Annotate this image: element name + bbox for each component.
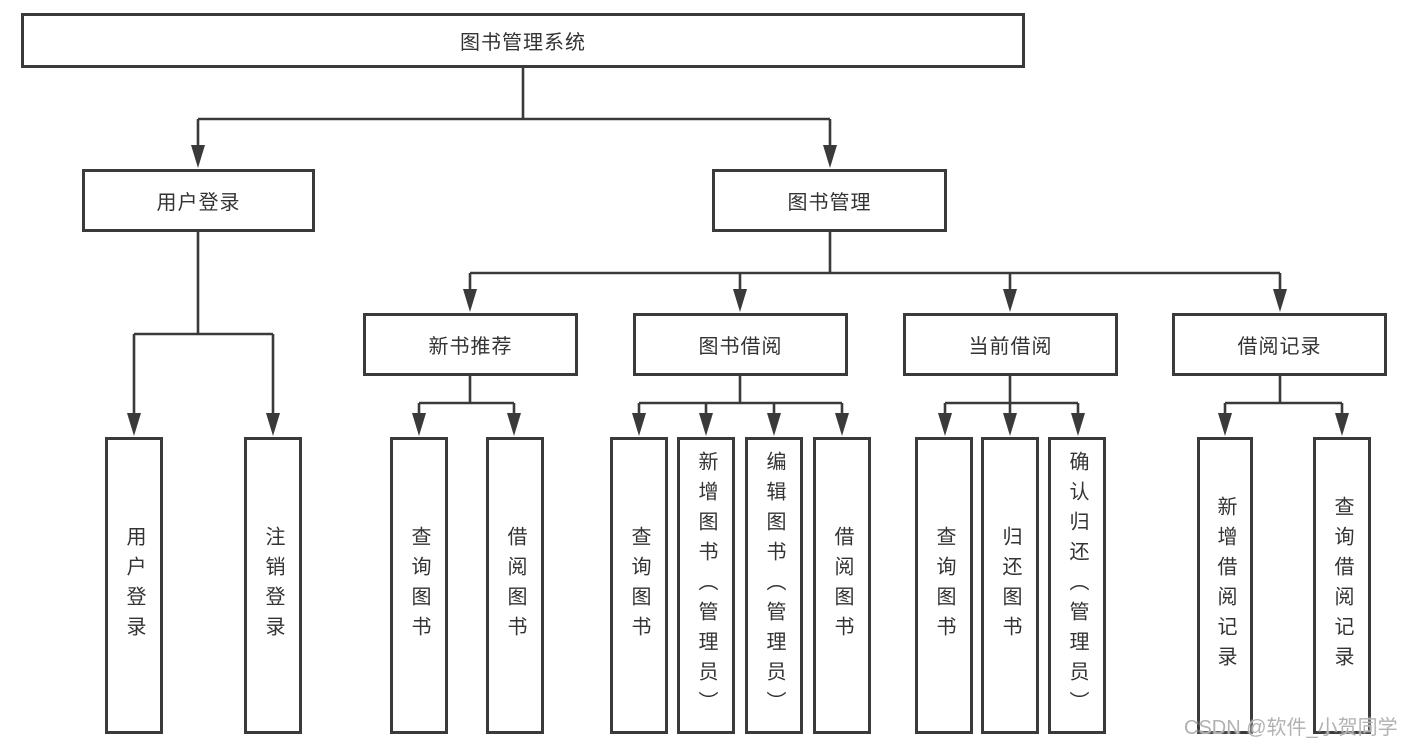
node-label: 查询图书 (628, 525, 650, 646)
node-label: 用户登录 (123, 525, 145, 646)
leaf-borrow-books: 借阅图书 (813, 437, 871, 734)
node-new-book-recommendation: 新书推荐 (363, 313, 578, 376)
node-current-borrowing: 当前借阅 (903, 313, 1118, 376)
leaf-logout: 注销登录 (244, 437, 302, 734)
node-label: 查询图书 (933, 525, 955, 646)
node-book-management: 图书管理 (712, 169, 947, 232)
node-library-management-system: 图书管理系统 (21, 13, 1025, 68)
leaf-add-borrow-record: 新增借阅记录 (1197, 437, 1253, 734)
node-book-borrowing: 图书借阅 (633, 313, 848, 376)
node-label: 借阅记录 (1237, 336, 1322, 358)
node-label: 确认归还（管理员） (1066, 450, 1088, 721)
connector-segments (132, 68, 1344, 418)
node-label: 注销登录 (262, 525, 284, 646)
leaf-borrow-books: 借阅图书 (486, 437, 544, 734)
node-label: 新增借阅记录 (1214, 495, 1236, 676)
leaf-query-borrow-record: 查询借阅记录 (1313, 437, 1371, 734)
node-label: 归还图书 (999, 525, 1021, 646)
leaf-query-books: 查询图书 (610, 437, 668, 734)
node-label: 借阅图书 (831, 525, 853, 646)
node-label: 新增图书（管理员） (695, 450, 717, 721)
node-label: 图书借阅 (698, 336, 783, 358)
node-label: 当前借阅 (968, 336, 1053, 358)
node-label: 查询图书 (408, 525, 430, 646)
leaf-user-login: 用户登录 (105, 437, 163, 734)
arrowheads (127, 145, 1349, 436)
csdn-watermark: CSDN @软件_小贺同学 (1184, 717, 1398, 739)
leaf-edit-books-admin: 编辑图书（管理员） (745, 437, 803, 734)
leaf-query-books: 查询图书 (390, 437, 448, 734)
node-label: 图书管理 (787, 192, 872, 214)
node-label: 查询借阅记录 (1331, 495, 1353, 676)
node-user-login: 用户登录 (82, 169, 315, 232)
node-label: 借阅图书 (504, 525, 526, 646)
node-label: 编辑图书（管理员） (763, 450, 785, 721)
leaf-add-books-admin: 新增图书（管理员） (677, 437, 735, 734)
node-label: 用户登录 (156, 192, 241, 214)
node-borrowing-records: 借阅记录 (1172, 313, 1387, 376)
leaf-query-books: 查询图书 (915, 437, 973, 734)
node-label: 新书推荐 (428, 336, 513, 358)
leaf-return-books: 归还图书 (981, 437, 1039, 734)
leaf-confirm-return-admin: 确认归还（管理员） (1048, 437, 1106, 734)
node-label: 图书管理系统 (460, 32, 586, 54)
